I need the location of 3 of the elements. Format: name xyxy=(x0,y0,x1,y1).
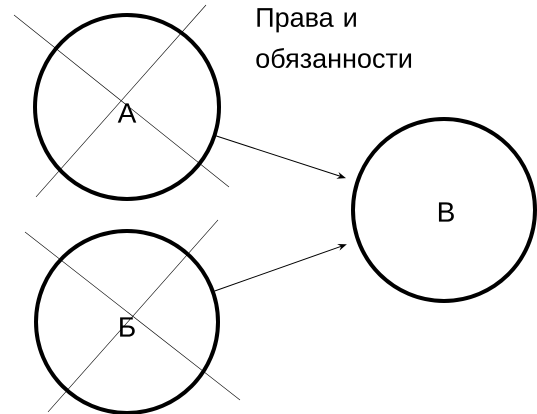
circle-node: В xyxy=(351,117,537,303)
caption-text: Права и обязанности xyxy=(256,8,412,68)
circle-node: А xyxy=(33,13,221,201)
